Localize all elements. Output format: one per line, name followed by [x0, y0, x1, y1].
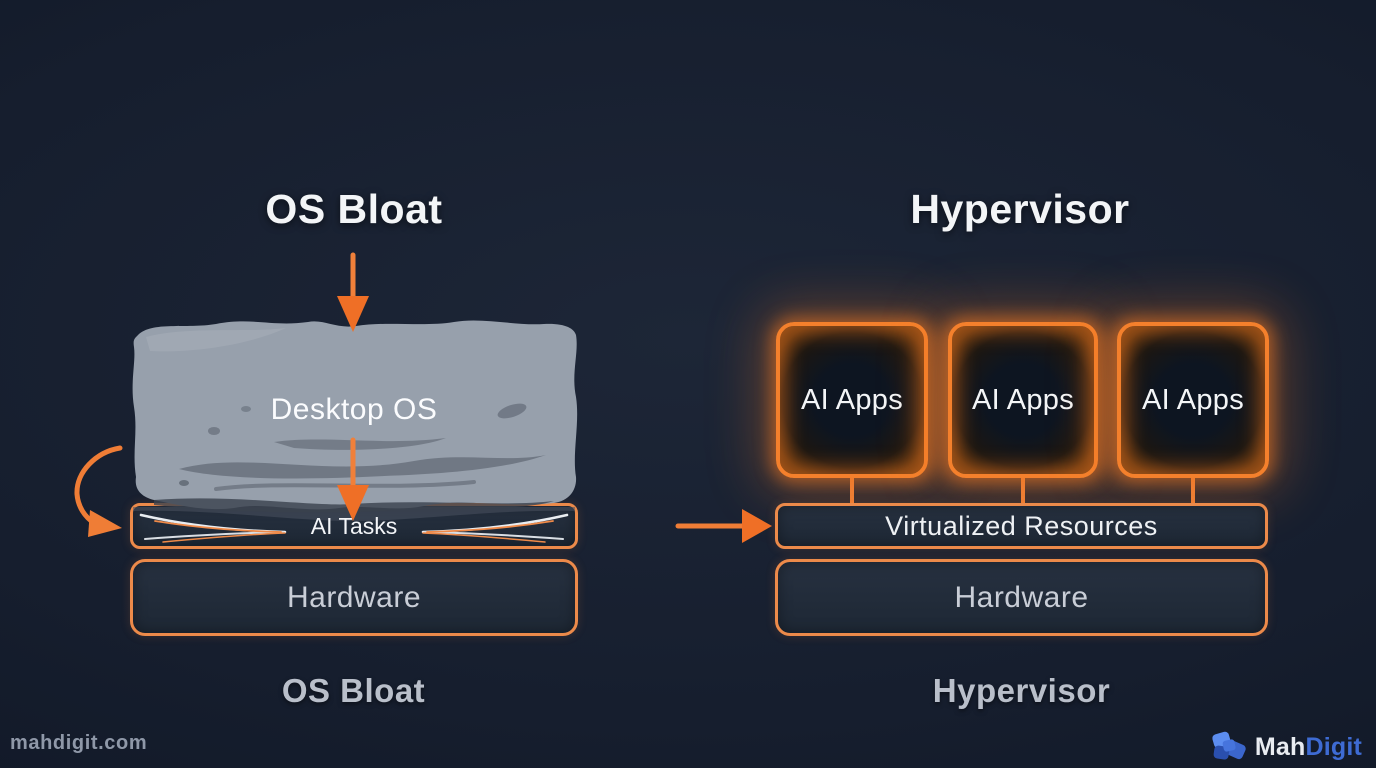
connector-line	[1191, 478, 1195, 506]
brand-suffix: Digit	[1305, 732, 1362, 761]
brand-name: MahDigit	[1255, 733, 1362, 762]
arrow-right-icon	[675, 509, 772, 543]
right-hardware-box: Hardware	[775, 559, 1268, 636]
ai-apps-box: AI Apps	[776, 322, 928, 478]
watermark: mahdigit.com	[10, 732, 148, 754]
mahdigit-logo-icon	[1212, 731, 1246, 760]
right-caption: Hypervisor	[932, 672, 1111, 709]
hardware-label: Hardware	[954, 580, 1089, 614]
left-hardware-box: Hardware	[130, 559, 578, 636]
brand-prefix: Mah	[1254, 732, 1306, 761]
curved-arrow-icon	[74, 445, 123, 537]
brand-logo: MahDigit	[1210, 730, 1362, 764]
ai-apps-label: AI Apps	[800, 383, 904, 416]
ai-apps-label: AI Apps	[1141, 383, 1245, 416]
connector-line	[850, 478, 854, 506]
virtualized-resources-label: Virtualized Resources	[885, 510, 1158, 541]
arrow-down-icon	[337, 437, 369, 521]
hardware-label: Hardware	[286, 580, 422, 614]
ai-apps-box: AI Apps	[948, 322, 1098, 478]
left-caption: OS Bloat	[281, 672, 426, 709]
left-title: OS Bloat	[265, 186, 443, 232]
blob-label: Desktop OS	[270, 393, 438, 426]
connector-line	[1021, 478, 1025, 506]
ai-apps-label: AI Apps	[971, 383, 1075, 416]
arrow-down-icon	[337, 252, 369, 332]
ai-apps-box: AI Apps	[1117, 322, 1269, 478]
right-title: Hypervisor	[910, 186, 1130, 232]
virtualized-resources-box: Virtualized Resources	[775, 503, 1268, 549]
